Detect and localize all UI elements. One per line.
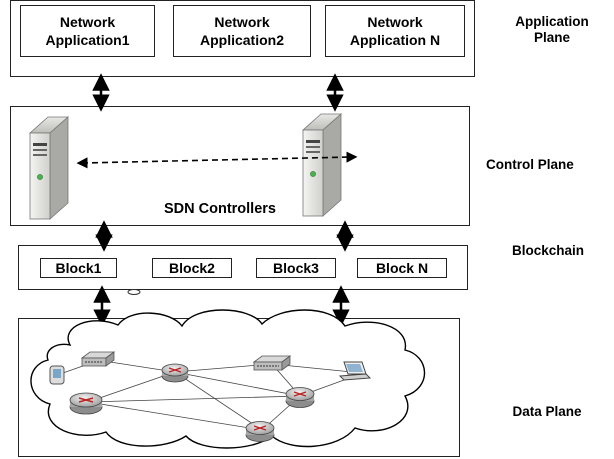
network-application-n: Network Application N xyxy=(325,5,465,57)
switch-icon xyxy=(80,351,116,367)
app-2-line2: Application2 xyxy=(199,32,284,48)
cloud-icon xyxy=(30,309,426,449)
block-1: Block1 xyxy=(40,258,117,278)
laptop-icon xyxy=(338,361,372,381)
app-1-line1: Network xyxy=(59,14,116,30)
app-n-line1: Network xyxy=(367,14,423,30)
blockchain-label: Blockchain xyxy=(511,243,585,258)
router-icon xyxy=(285,387,315,408)
network-application-1: Network Application1 xyxy=(20,5,155,57)
phone-icon xyxy=(49,365,65,385)
router-icon xyxy=(245,421,275,442)
application-plane-label-line1: Application xyxy=(515,14,589,29)
router-icon xyxy=(69,392,103,415)
router-icon xyxy=(161,363,189,383)
control-plane-label: Control Plane xyxy=(486,157,574,172)
switch-icon xyxy=(252,355,292,371)
application-plane-label: Application Plane xyxy=(492,14,612,46)
block-n: Block N xyxy=(357,258,447,278)
app-1-line2: Application1 xyxy=(45,32,130,48)
block-3: Block3 xyxy=(256,258,336,278)
app-2-line1: Network xyxy=(214,14,270,30)
server-icon xyxy=(28,116,70,220)
data-plane-label: Data Plane xyxy=(512,404,582,419)
sdn-controllers-label: SDN Controllers xyxy=(164,201,276,217)
blockchain-link-marker xyxy=(127,289,141,295)
controller-sync-link xyxy=(76,151,358,169)
application-plane-label-line2: Plane xyxy=(533,30,571,45)
app-n-line2: Application N xyxy=(349,32,441,48)
block-2: Block2 xyxy=(152,258,232,278)
server-icon xyxy=(301,113,343,217)
network-application-2: Network Application2 xyxy=(173,5,311,57)
